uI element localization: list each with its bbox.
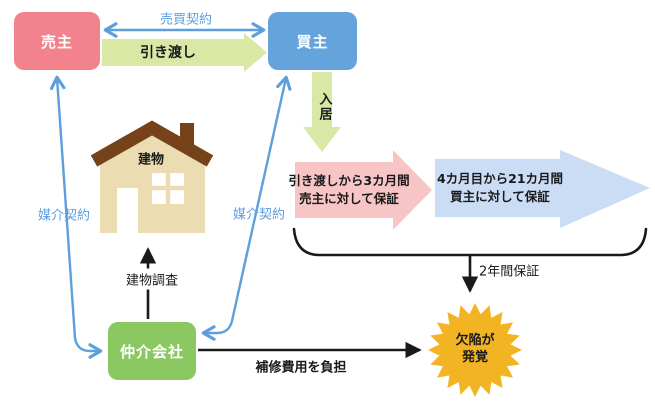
phase2-line2: 買主に対して保証 [450,189,550,204]
phase1-line2: 売主に対して保証 [299,191,399,206]
building-label: 建物 [137,152,165,168]
warranty-brace [292,227,648,257]
repair-cost-label: 補修費用を負担 [255,360,347,376]
phase1-text: 引き渡しから3カ月間 売主に対して保証 [288,172,409,208]
handover-arrow [102,33,267,72]
brokerage-right-arrow [201,75,292,341]
brokerage-left-label: 媒介契約 [37,208,91,224]
sales-contract-label: 売買契約 [159,12,213,28]
house-icon [90,120,214,233]
phase1-arrow [295,150,432,230]
burst-line1: 欠陥が [455,333,495,348]
buyer-node: 買主 [268,12,357,70]
phase2-text: 4カ月目から21カ月間 買主に対して保証 [437,170,563,206]
house-door [117,188,138,233]
burst-line2: 発覚 [461,350,489,365]
agent-node: 仲介会社 [108,322,196,380]
two-year-warranty-label: 2年間保証 [479,264,540,280]
handover-label: 引き渡し [140,45,196,61]
house-roof [90,120,214,167]
phase2-line1: 4カ月目から21カ月間 [436,171,564,186]
brokerage-right-label: 媒介契約 [232,207,286,223]
survey-label: 建物調査 [122,268,182,290]
defect-burst-label: 欠陥が 発覚 [455,332,494,366]
agent-label: 仲介会社 [119,342,184,361]
seller-label: 売主 [40,32,73,51]
buyer-label: 買主 [296,32,329,51]
move-in-label: 入居 [316,92,332,122]
brokerage-left-arrow [49,75,103,359]
phase1-line1: 引き渡しから3カ月間 [288,173,410,188]
seller-node: 売主 [14,12,100,70]
move-in-arrow [303,72,341,152]
phase2-arrow [435,150,650,228]
defect-burst-icon [428,303,522,397]
